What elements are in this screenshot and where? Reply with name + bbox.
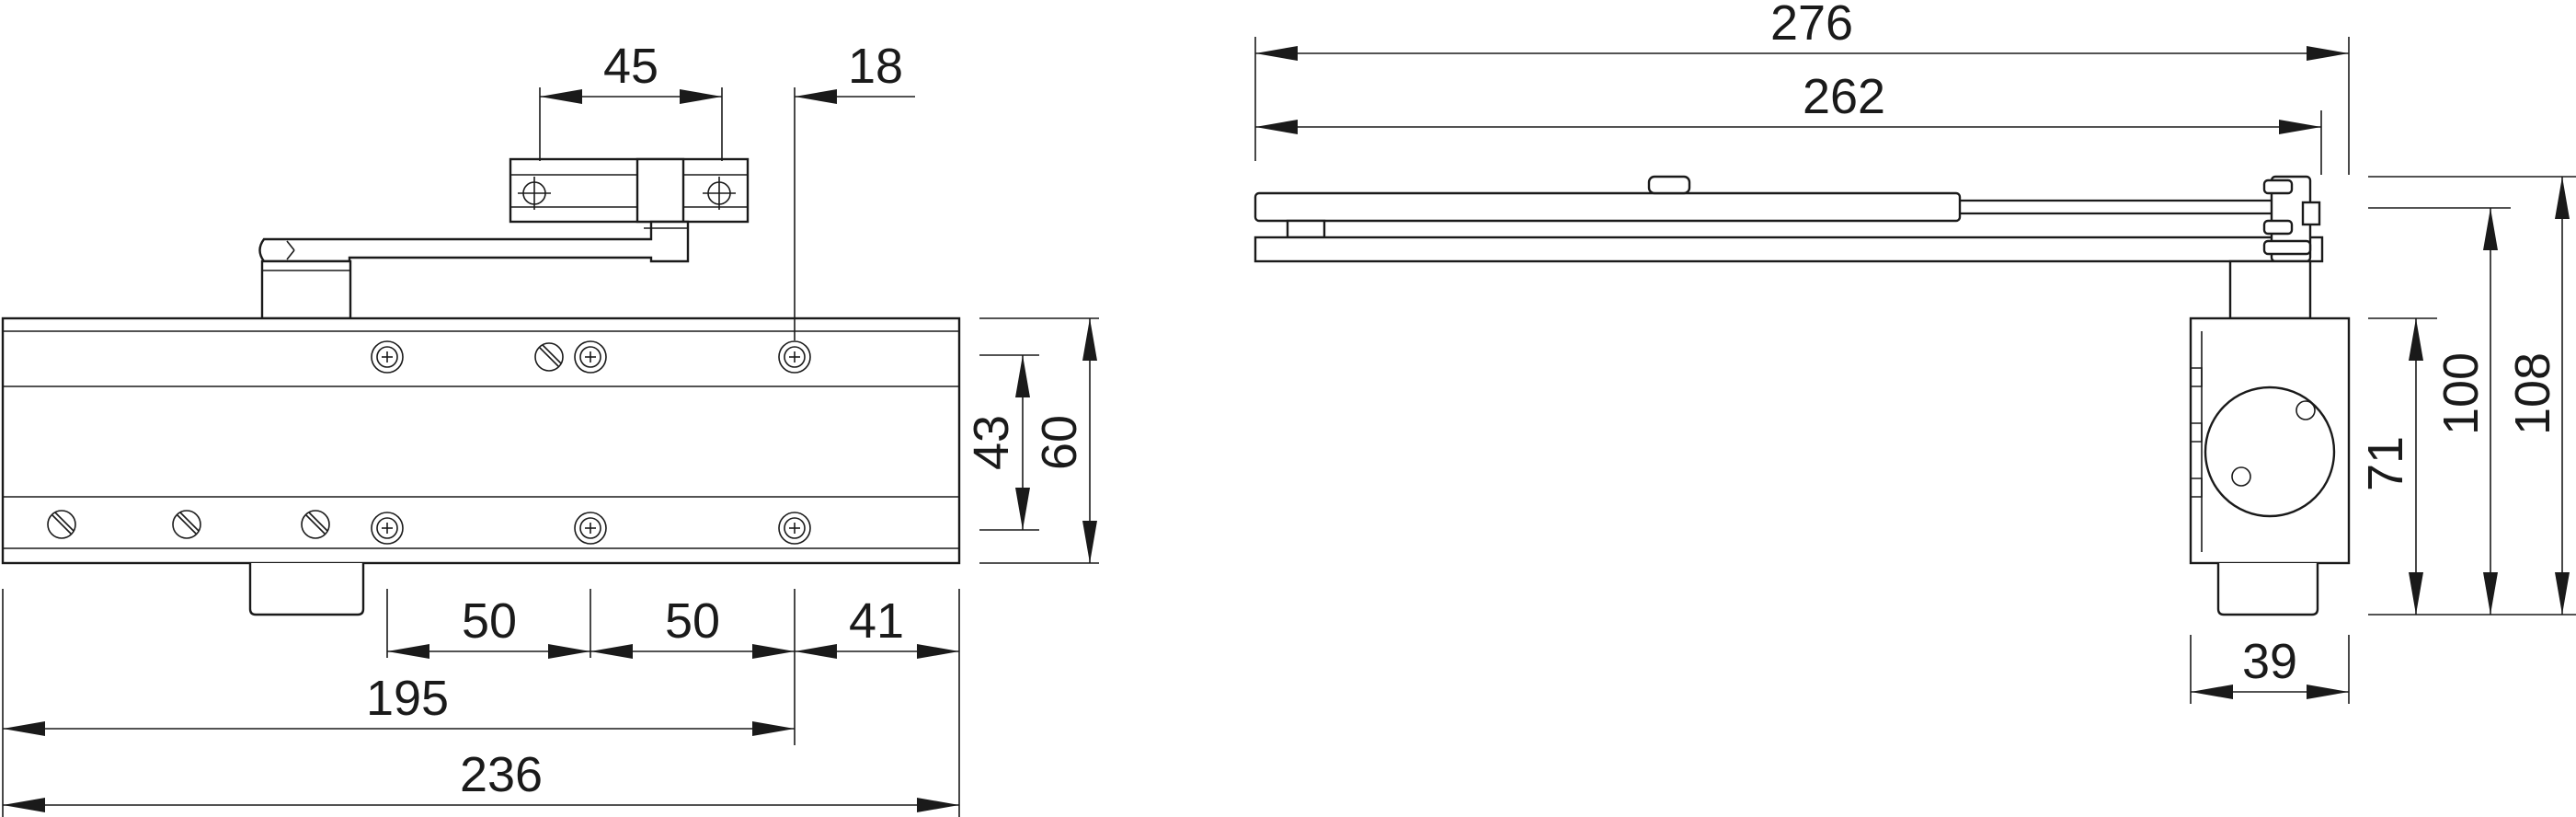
side-arm-upper	[1254, 191, 1962, 223]
dim-label-41: 41	[849, 593, 904, 649]
dim-label-18: 18	[848, 39, 903, 94]
closer-arm	[258, 220, 690, 263]
dim-label-60: 60	[1032, 415, 1087, 470]
adjust-valve-2	[2231, 466, 2251, 487]
closer-body	[1, 316, 961, 565]
dim-label-262: 262	[1803, 69, 1885, 124]
dim-label-108: 108	[2505, 352, 2560, 435]
dim-label-50-b: 50	[665, 593, 720, 649]
side-spindle	[2228, 259, 2312, 320]
mounting-bracket	[509, 157, 750, 224]
adjust-valve-1	[2296, 400, 2316, 420]
dim-label-71: 71	[2358, 436, 2413, 491]
side-view: 276 262 71 100 108 39	[1254, 0, 2576, 704]
side-arm-knob	[1647, 175, 1691, 195]
dim-label-45: 45	[603, 39, 658, 94]
dim-label-195: 195	[366, 671, 449, 726]
dim-label-236: 236	[460, 747, 543, 802]
valve-cap	[248, 563, 365, 616]
dim-label-276: 276	[1770, 0, 1853, 51]
dim-label-43: 43	[964, 415, 1019, 470]
dim-label-50-a: 50	[462, 593, 517, 649]
dim-label-39: 39	[2242, 634, 2297, 689]
front-view: 45 18 50 50 41 195 236 43 6	[1, 39, 1099, 817]
side-arm-lower	[1254, 236, 2324, 263]
dim-label-100: 100	[2433, 352, 2489, 435]
side-valve-cap	[2216, 563, 2319, 616]
bracket-clamp	[635, 157, 685, 224]
